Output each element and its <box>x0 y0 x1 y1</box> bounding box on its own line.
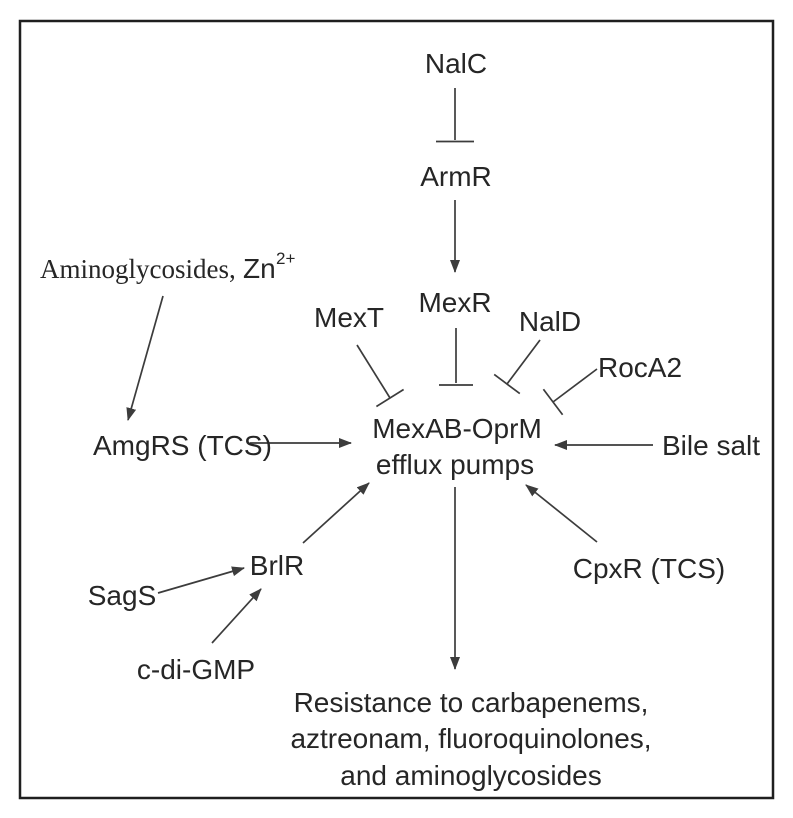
node-amgrs: AmgRS (TCS) <box>93 430 272 461</box>
node-armr: ArmR <box>420 161 492 192</box>
figure-border <box>18 19 775 800</box>
node-bile-salt: Bile salt <box>662 430 760 461</box>
resistance-line3: and aminoglycosides <box>340 760 602 791</box>
arrow-sags-to-brlr-icon <box>157 566 245 594</box>
node-cpxr: CpxR (TCS) <box>573 553 725 584</box>
node-roca2: RocA2 <box>598 352 682 383</box>
node-mexab-line1: MexAB-OprM <box>372 413 542 444</box>
inhibition-nald-to-mexab-icon <box>493 339 541 395</box>
node-cdigmp: c-di-GMP <box>137 654 255 685</box>
arrow-cpxr-to-mexab-icon <box>525 484 598 543</box>
node-aminoglycosides: Aminoglycosides, <box>40 254 236 284</box>
resistance-line2: aztreonam, fluoroquinolones, <box>290 723 651 754</box>
inhibition-mexr-to-mexab-icon <box>439 328 473 386</box>
node-mexab-line2: efflux pumps <box>376 449 534 480</box>
node-nalc: NalC <box>425 48 487 79</box>
node-mexr: MexR <box>418 287 491 318</box>
node-brlr: BrlR <box>250 550 304 581</box>
node-sags: SagS <box>88 580 157 611</box>
node-nald: NalD <box>519 306 581 337</box>
arrow-cdigmp-to-brlr-icon <box>211 588 262 644</box>
node-resistance-caption: Resistance to carbapenems, aztreonam, fl… <box>290 687 651 791</box>
arrow-aminoglycosides-to-amgrs-icon <box>126 295 164 421</box>
node-mexab-oprm: MexAB-OprM efflux pumps <box>372 413 542 480</box>
resistance-line1: Resistance to carbapenems, <box>294 687 649 718</box>
inhibition-mext-to-mexab-icon <box>356 344 405 408</box>
inhibition-roca2-to-mexab-icon <box>542 368 598 416</box>
node-zn: Zn <box>243 253 276 284</box>
node-zn-superscript: 2+ <box>276 249 295 268</box>
inhibition-nalc-to-armr-icon <box>436 88 474 143</box>
arrow-brlr-to-mexab-icon <box>302 482 370 544</box>
node-mext: MexT <box>314 302 384 333</box>
